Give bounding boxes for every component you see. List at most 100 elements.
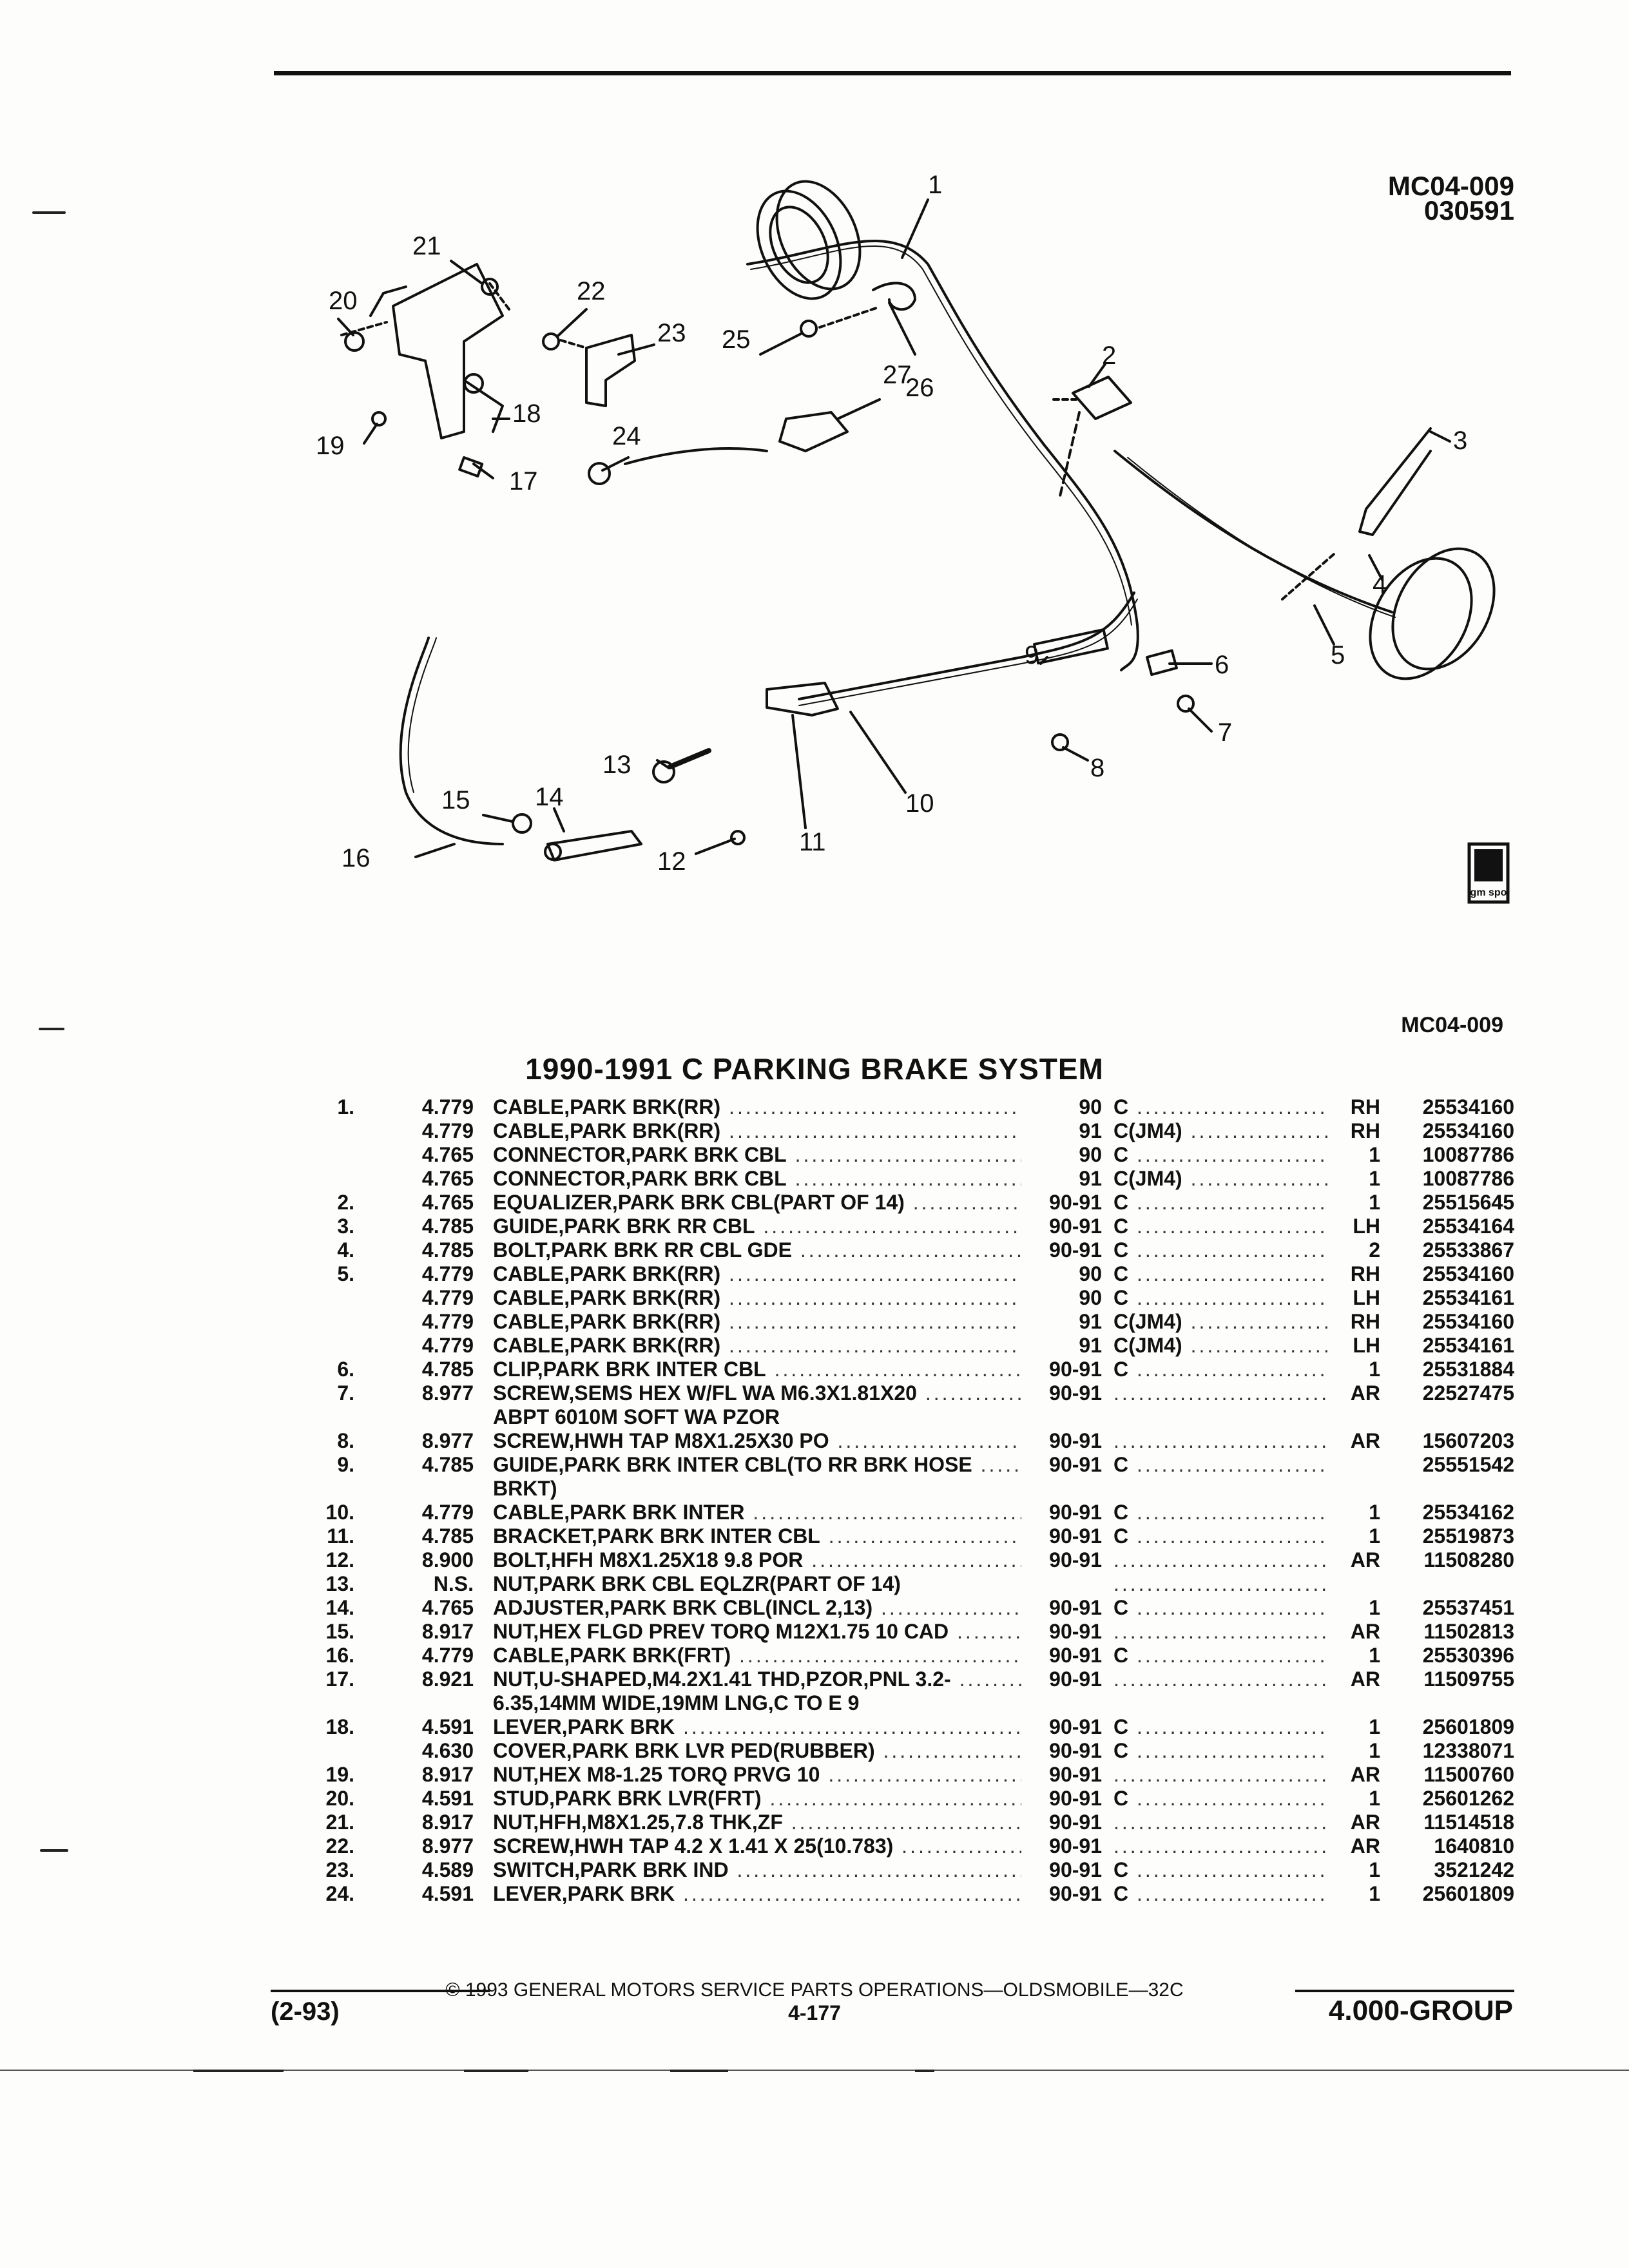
- footer-rule-right: [1295, 1990, 1514, 1992]
- part-description: CABLE,PARK BRK(RR) .....................…: [493, 1334, 1021, 1358]
- leader-dots: ..............................: [1137, 1453, 1329, 1476]
- part-name: NUT: [493, 1620, 534, 1643]
- part-detail: ,PARK BRK INTER CBL: [537, 1358, 766, 1381]
- model-code: C: [1113, 1739, 1129, 1762]
- model-usage: C ..............................: [1113, 1238, 1329, 1262]
- part-name: LEVER: [493, 1882, 562, 1905]
- quantity: AR: [1350, 1429, 1380, 1452]
- leader-dots: ........................................…: [901, 1834, 1021, 1858]
- callout-6: 6: [1215, 651, 1229, 679]
- model-year: 90-91: [1049, 1787, 1102, 1810]
- leader-dots: ........................................…: [980, 1453, 1021, 1476]
- model-year: 90-91: [1049, 1715, 1102, 1738]
- part-detail: ,PARK BRK(RR): [564, 1286, 721, 1309]
- model-usage: C ..............................: [1113, 1882, 1329, 1906]
- part-detail: ,PARK BRK(RR): [564, 1334, 721, 1357]
- quantity: 1: [1369, 1787, 1380, 1810]
- model-code: C: [1113, 1143, 1129, 1166]
- quantity: RH: [1350, 1262, 1380, 1285]
- part-row-continuation: ABPT 6010M SOFT WA PZOR: [303, 1405, 1514, 1429]
- part-detail: ,HEX FLGD PREV TORQ M12X1.75 10 CAD: [533, 1620, 949, 1643]
- part-description: CONNECTOR,PARK BRK CBL .................…: [493, 1167, 1021, 1191]
- leader-dots: ..............................: [1137, 1095, 1329, 1119]
- group-number: 4.785: [421, 1238, 474, 1262]
- item-number: 21.: [325, 1811, 354, 1834]
- intermediate-cable: [798, 591, 1135, 700]
- callout-10: 10: [905, 789, 934, 818]
- group-number: 4.785: [421, 1358, 474, 1381]
- callout-26: 26: [905, 374, 934, 402]
- part-detail: ,PARK BRK CBL: [625, 1143, 787, 1166]
- part-description: BRACKET,PARK BRK INTER CBL .............…: [493, 1524, 1021, 1548]
- model-usage: C ..............................: [1113, 1501, 1329, 1524]
- quantity: 1: [1369, 1501, 1380, 1524]
- model-code: C: [1113, 1715, 1129, 1738]
- callout-25: 25: [722, 325, 751, 354]
- quantity: AR: [1350, 1381, 1380, 1405]
- model-year: 90-91: [1049, 1215, 1102, 1238]
- part-name: GUIDE: [493, 1215, 559, 1238]
- model-year: 90-91: [1049, 1453, 1102, 1476]
- leader-dots: ..............................: [1113, 1548, 1329, 1571]
- group-number: N.S.: [433, 1572, 474, 1595]
- group-number: 4.785: [421, 1524, 474, 1548]
- part-row-continuation: BRKT): [303, 1477, 1514, 1501]
- part-number: 12338071: [1422, 1739, 1514, 1762]
- leader-dots: ........................................…: [959, 1667, 1021, 1691]
- item-number: 23.: [325, 1858, 354, 1881]
- part-detail: ,PARK BRK RR CBL GDE: [545, 1238, 792, 1262]
- part-name: CABLE: [493, 1095, 564, 1119]
- quantity: LH: [1353, 1286, 1380, 1309]
- part-name: CABLE: [493, 1644, 564, 1667]
- leader-dots: ..............................: [1137, 1596, 1329, 1619]
- callout-17: 17: [509, 467, 538, 495]
- quantity: AR: [1350, 1811, 1380, 1834]
- model-year: 90: [1079, 1286, 1102, 1309]
- model-usage: C ..............................: [1113, 1143, 1329, 1167]
- model-code: C: [1113, 1882, 1129, 1905]
- model-year: 90-91: [1049, 1763, 1102, 1786]
- model-year: 91: [1079, 1334, 1102, 1357]
- part-detail: BRKT): [493, 1477, 557, 1500]
- leader-dots: ........................................…: [737, 1858, 1022, 1881]
- footer-rule-left: [271, 1990, 490, 1992]
- leader-dots: ..............................: [1137, 1739, 1329, 1762]
- part-description: CABLE,PARK BRK(RR) .....................…: [493, 1286, 1021, 1310]
- part-detail: ,PARK BRK(RR): [564, 1262, 721, 1285]
- part-name: CABLE: [493, 1262, 564, 1285]
- part-detail: ,PARK BRK LVR(FRT): [549, 1787, 762, 1810]
- model-usage: C(JM4) ..............................: [1113, 1310, 1329, 1334]
- group-number: 4.765: [421, 1191, 474, 1214]
- model-code: C: [1113, 1262, 1129, 1285]
- part-number: 25601809: [1422, 1882, 1514, 1905]
- part-name: BOLT: [493, 1238, 546, 1262]
- model-code: C(JM4): [1113, 1310, 1182, 1333]
- callout-27: 27: [883, 361, 912, 389]
- front-cable: [399, 637, 504, 845]
- callout-15: 15: [441, 786, 470, 814]
- part-detail: ,PARK BRK IND: [574, 1858, 729, 1881]
- leader-dots: ........................................…: [828, 1763, 1021, 1786]
- callout-19: 19: [316, 432, 345, 460]
- leader-dots: ........................................…: [828, 1524, 1021, 1548]
- part-number: 3521242: [1434, 1858, 1514, 1881]
- model-year: 90-91: [1049, 1811, 1102, 1834]
- part-detail: ,PARK BRK CBL EQLZR(PART OF 14): [533, 1572, 901, 1595]
- part-name: SCREW: [493, 1834, 569, 1858]
- quantity: 1: [1369, 1715, 1380, 1738]
- part-number: 22527475: [1422, 1381, 1514, 1405]
- part-number: 25533867: [1422, 1238, 1514, 1262]
- part-detail: ,PARK BRK CBL: [625, 1167, 787, 1190]
- scan-artifact-line: [0, 2070, 1629, 2071]
- group-number: 4.779: [421, 1262, 474, 1285]
- part-name: CLIP: [493, 1358, 537, 1381]
